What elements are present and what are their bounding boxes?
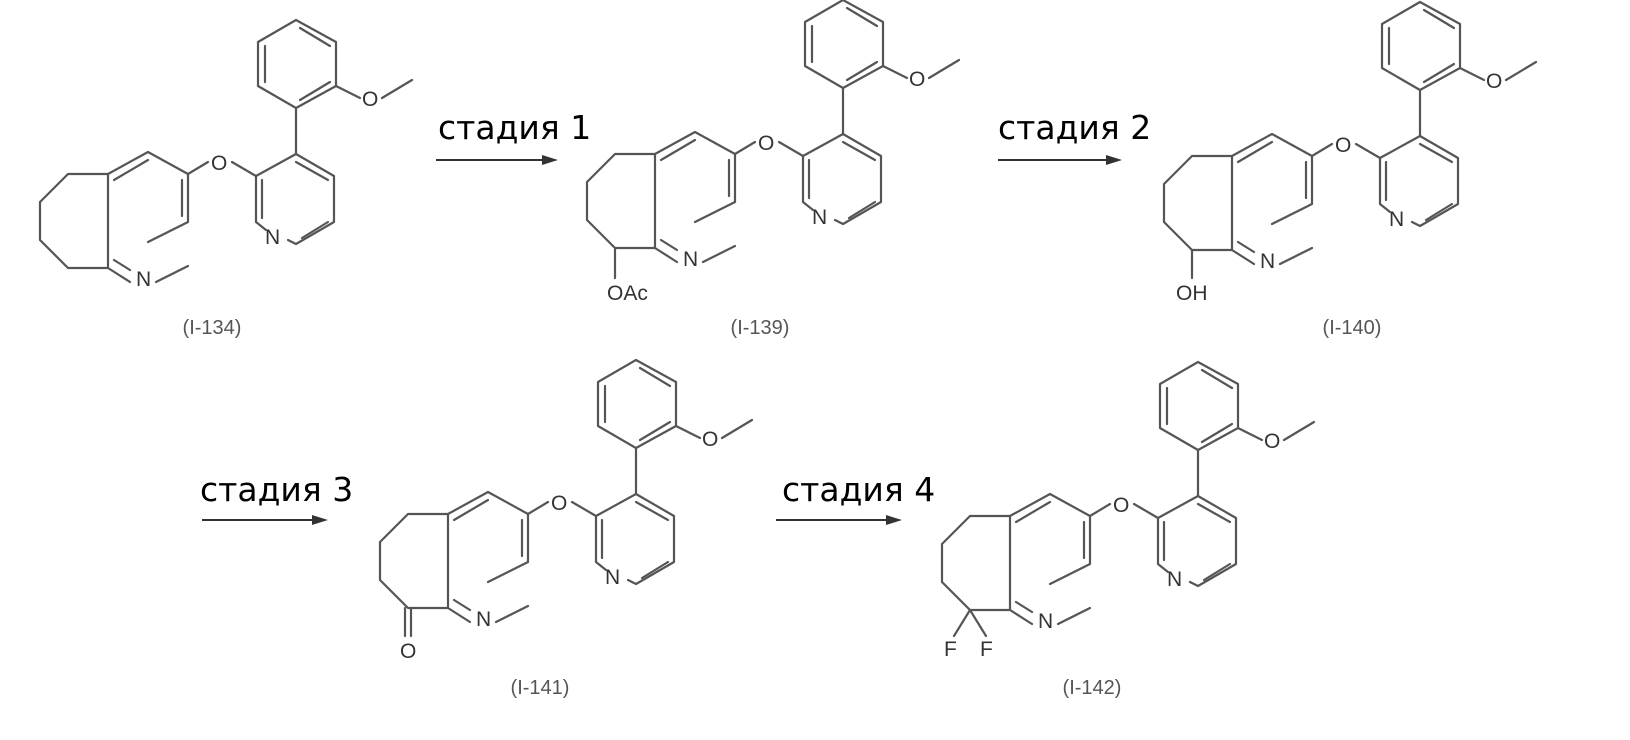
compound-id-i-142: (I-142)	[1063, 677, 1122, 699]
acetoxy-label: OAc	[607, 282, 648, 305]
compound-id-i-134: (I-134)	[183, 317, 242, 339]
pyridine-nitrogen-label: N	[812, 206, 827, 229]
step-2-label: стадия 2	[998, 108, 1151, 147]
nitrogen-atom-label: N	[476, 608, 491, 631]
ether-oxygen-label: O	[551, 492, 567, 515]
pyridine-nitrogen-label: N	[1389, 208, 1404, 231]
compound-id-i-141: (I-141)	[511, 677, 570, 699]
pyridine-nitrogen-label: N	[265, 226, 280, 249]
methoxy-oxygen-label: O	[1486, 70, 1502, 93]
fluorine-atom-label: F	[980, 638, 993, 661]
reaction-arrow-step-2	[998, 155, 1122, 165]
nitrogen-atom-label: N	[1260, 250, 1275, 273]
nitrogen-atom-label: N	[1038, 610, 1053, 633]
compound-id-i-139: (I-139)	[731, 317, 790, 339]
ether-oxygen-label: O	[758, 132, 774, 155]
nitrogen-atom-label: N	[683, 248, 698, 271]
pyridine-nitrogen-label: N	[605, 566, 620, 589]
reaction-arrow-step-4	[776, 515, 902, 525]
molecule-i-142: N O N O F F	[942, 362, 1314, 661]
molecule-i-139: N O N O OAc	[587, 0, 959, 305]
fluorine-atom-label: F	[944, 638, 957, 661]
molecule-i-140: N O N O OH	[1164, 2, 1536, 305]
methoxy-oxygen-label: O	[1264, 430, 1280, 453]
methoxy-oxygen-label: O	[702, 428, 718, 451]
reaction-arrow-step-1	[436, 155, 558, 165]
hydroxyl-label: OH	[1176, 282, 1208, 305]
methoxy-oxygen-label: O	[362, 88, 378, 111]
molecule-i-141: N O N O O	[380, 360, 752, 663]
step-3-label: стадия 3	[200, 470, 353, 509]
ether-oxygen-label: O	[211, 152, 227, 175]
ketone-oxygen-label: O	[400, 640, 416, 663]
step-4-label: стадия 4	[782, 470, 935, 509]
step-1-label: стадия 1	[438, 108, 591, 147]
methoxy-oxygen-label: O	[909, 68, 925, 91]
ether-oxygen-label: O	[1113, 494, 1129, 517]
nitrogen-atom-label: N	[136, 268, 151, 291]
reaction-arrow-step-3	[202, 515, 328, 525]
pyridine-nitrogen-label: N	[1167, 568, 1182, 591]
molecule-i-134: N O N O	[40, 20, 412, 291]
compound-id-i-140: (I-140)	[1323, 317, 1382, 339]
ether-oxygen-label: O	[1335, 134, 1351, 157]
